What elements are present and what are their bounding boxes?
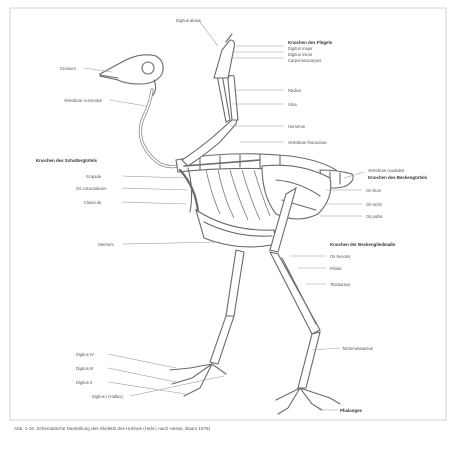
pelvis: [262, 165, 331, 219]
label-os-ischii: Os ischii: [366, 202, 382, 207]
label-heading-schultergurtel: Knochen des Schultergürtels: [36, 158, 98, 163]
rib-cage: [206, 170, 270, 220]
label-clavicula: Clavicula: [84, 200, 102, 205]
cervical-vertebrae: [140, 90, 178, 167]
skeleton-illustration: [100, 34, 353, 414]
label-digitus-iv: Digitus IV: [76, 352, 94, 357]
label-phalanges: Phalanges: [340, 408, 363, 413]
label-sternum: Sternum: [98, 242, 114, 247]
label-heading-ossa-alae: Knochen des Flügels: [288, 40, 333, 45]
skull: [100, 55, 163, 96]
sternum: [196, 210, 276, 247]
label-tibiotarsus: Tibiotarsus: [330, 282, 350, 287]
label-vertebrae-thoracicae: Vertebrae thoracicae: [288, 140, 327, 145]
label-digitus-iii: Digitus III: [76, 366, 93, 371]
figure-caption: Abb. 1-16. Schematische Darstellung des …: [14, 426, 444, 431]
label-radius: Radius: [288, 88, 301, 93]
wing: [182, 34, 238, 166]
label-vertebrae-cervicales: Vertebrae cervicales: [64, 98, 102, 103]
label-fibula: Fibula: [330, 266, 342, 271]
label-heading-beckengliedmasse: Knochen der Beckengliedmaße: [330, 242, 396, 247]
label-scapula: Scapula: [86, 174, 102, 179]
label-heading-beckengurtel: Knochen des Beckengürtels: [368, 175, 428, 180]
label-digitus-ii: Digitus II: [76, 380, 92, 385]
label-os-pubis: Os pubis: [366, 214, 383, 219]
label-ulna: Ulna: [288, 102, 297, 107]
label-digitus-i-hallux: Digitus I (Hallux): [92, 394, 123, 399]
label-digitus-minor: Digitus minor: [288, 52, 313, 57]
label-os-coracoideum: Os coracoideum: [76, 186, 107, 191]
label-tarsometatarsus: Tarsometatarsus: [342, 346, 373, 351]
legs: [170, 188, 340, 414]
label-cranium: Cranium: [60, 66, 76, 71]
label-digitus-major: Digitus major: [288, 46, 313, 51]
label-humerus: Humerus: [288, 124, 305, 129]
label-carpometacarpus: Carpometacarpus: [288, 58, 321, 63]
label-digitus-alulae: Digitus alulae: [176, 18, 202, 23]
label-vertebrae-caudales: Vertebrae caudales: [368, 168, 404, 173]
label-os-ilium: Os ilium: [366, 188, 382, 193]
label-os-femoris: Os femoris: [330, 254, 350, 259]
